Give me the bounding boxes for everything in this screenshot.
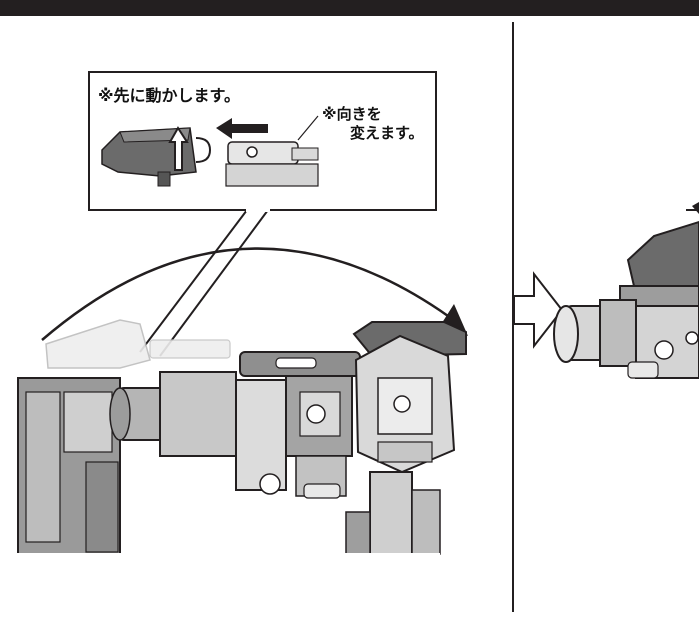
callout-detail-part bbox=[101, 115, 319, 187]
top-rule bbox=[0, 0, 699, 16]
callout-note-line2: 変えます。 bbox=[350, 124, 424, 142]
callout-note-change-direction: ※向きを 変えます。 bbox=[322, 105, 424, 143]
ghost-part bbox=[45, 319, 231, 369]
up-arrow-icon bbox=[168, 126, 189, 171]
robot-main-body bbox=[0, 321, 467, 555]
next-step-arrow bbox=[513, 271, 564, 349]
callout-note-line1: ※向きを bbox=[322, 105, 382, 123]
left-arrow-icon bbox=[216, 118, 268, 139]
callout-note-move-first: ※先に動かします。 bbox=[98, 86, 240, 105]
robot-result-partial bbox=[553, 202, 699, 379]
